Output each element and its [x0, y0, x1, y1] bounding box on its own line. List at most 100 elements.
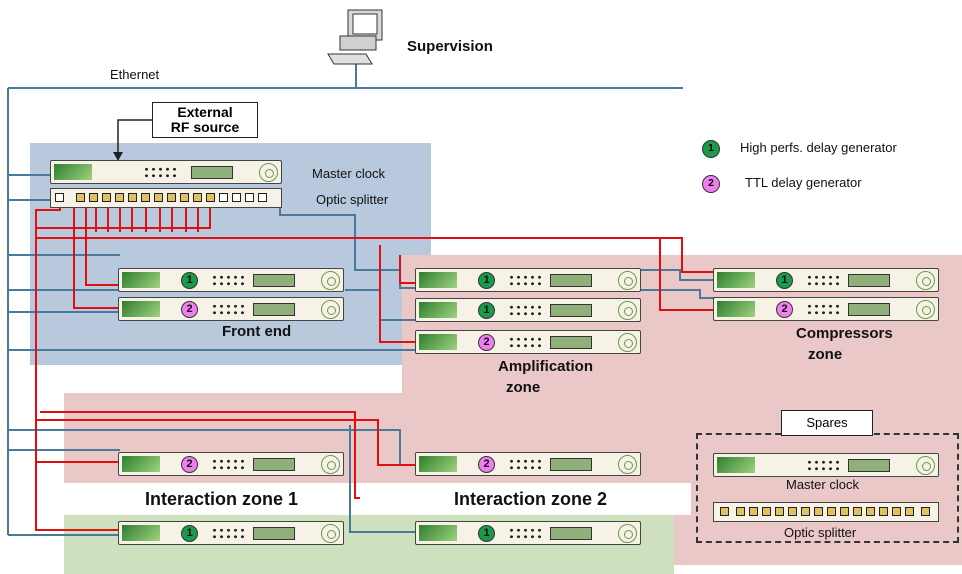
marker-1: 1	[478, 272, 495, 289]
delay-generator-interaction1-2: 1	[118, 521, 344, 545]
brand-logo	[122, 525, 160, 541]
splitter-port	[55, 193, 64, 202]
brand-logo	[717, 301, 755, 317]
splitter-port	[193, 193, 202, 202]
keypad	[508, 274, 542, 287]
splitter-port	[879, 507, 888, 516]
delay-generator-compressors-2: 2	[713, 297, 939, 321]
splitter-port	[814, 507, 823, 516]
delay-generator-amplification-3: 2	[415, 330, 641, 354]
legend-label-1: High perfs. delay generator	[740, 140, 897, 155]
front-end-label: Front end	[222, 323, 292, 340]
navigation-knob-icon	[321, 524, 340, 543]
splitter-port	[736, 507, 745, 516]
lcd-display	[253, 527, 295, 540]
brand-logo	[717, 457, 755, 473]
legend-marker-2: 2	[702, 175, 720, 193]
keypad	[806, 274, 840, 287]
lcd-display	[550, 336, 592, 349]
lcd-display	[550, 458, 592, 471]
splitter-port	[219, 193, 228, 202]
amplification-zone-label-2: zone	[506, 379, 541, 396]
delay-generator-interaction1-1: 2	[118, 452, 344, 476]
electrical-cables	[35, 196, 718, 531]
interaction-label-band	[106, 483, 691, 515]
compressors-zone-label-2: zone	[808, 346, 843, 363]
brand-logo	[122, 456, 160, 472]
marker-1: 1	[478, 525, 495, 542]
splitter-port	[76, 193, 85, 202]
lcd-display	[550, 527, 592, 540]
brand-logo	[419, 525, 457, 541]
marker-1: 1	[776, 272, 793, 289]
keypad	[211, 303, 245, 316]
keypad	[508, 458, 542, 471]
navigation-knob-icon	[916, 456, 935, 475]
delay-generator-interaction2-2: 1	[415, 521, 641, 545]
splitter-port	[905, 507, 914, 516]
brand-logo	[419, 302, 457, 318]
keypad	[508, 336, 542, 349]
lcd-display	[848, 303, 890, 316]
splitter-port	[749, 507, 758, 516]
navigation-knob-icon	[321, 300, 340, 319]
lcd-display	[191, 166, 233, 179]
marker-1: 1	[478, 302, 495, 319]
rf-arrow-icon	[113, 119, 152, 161]
brand-logo	[717, 272, 755, 288]
spare-optic-splitter-unit	[713, 502, 939, 522]
delay-generator-front-end-1: 1	[118, 268, 344, 292]
marker-2: 2	[776, 301, 793, 318]
marker-1: 1	[181, 272, 198, 289]
spare-optic-splitter-label: Optic splitter	[784, 525, 857, 540]
external-rf-line2: RF source	[170, 119, 240, 135]
marker-2: 2	[181, 301, 198, 318]
lcd-display	[253, 274, 295, 287]
navigation-knob-icon	[618, 455, 637, 474]
splitter-port	[245, 193, 254, 202]
splitter-port	[141, 193, 150, 202]
navigation-knob-icon	[618, 271, 637, 290]
legend-marker-1: 1	[702, 140, 720, 158]
navigation-knob-icon	[259, 163, 278, 182]
brand-logo	[419, 272, 457, 288]
navigation-knob-icon	[321, 271, 340, 290]
marker-2: 2	[478, 456, 495, 473]
marker-1: 1	[181, 525, 198, 542]
splitter-port	[128, 193, 137, 202]
legend-label-2: TTL delay generator	[745, 175, 862, 190]
lcd-display	[848, 274, 890, 287]
supervision-label: Supervision	[407, 38, 493, 55]
splitter-port	[801, 507, 810, 516]
navigation-knob-icon	[916, 300, 935, 319]
splitter-port	[180, 193, 189, 202]
master-clock-label: Master clock	[312, 166, 385, 181]
lcd-display	[253, 458, 295, 471]
splitter-port	[866, 507, 875, 516]
spare-master-clock-unit	[713, 453, 939, 477]
lcd-display	[848, 459, 890, 472]
amplification-zone-label-1: Amplification	[498, 358, 594, 375]
keypad	[211, 527, 245, 540]
splitter-port	[788, 507, 797, 516]
splitter-port	[102, 193, 111, 202]
delay-generator-amplification-2: 1	[415, 298, 641, 322]
navigation-knob-icon	[618, 524, 637, 543]
external-rf-source-box: External RF source	[152, 102, 258, 138]
brand-logo	[54, 164, 92, 180]
navigation-knob-icon	[618, 333, 637, 352]
splitter-port	[853, 507, 862, 516]
keypad	[806, 459, 840, 472]
keypad	[143, 166, 177, 179]
navigation-knob-icon	[618, 301, 637, 320]
lcd-display	[550, 274, 592, 287]
splitter-port	[167, 193, 176, 202]
brand-logo	[419, 456, 457, 472]
compressors-zone-label-1: Compressors	[796, 325, 893, 342]
optic-splitter-unit	[50, 188, 282, 208]
spare-master-clock-label: Master clock	[786, 477, 859, 492]
delay-generator-interaction2-1: 2	[415, 452, 641, 476]
navigation-knob-icon	[916, 271, 935, 290]
